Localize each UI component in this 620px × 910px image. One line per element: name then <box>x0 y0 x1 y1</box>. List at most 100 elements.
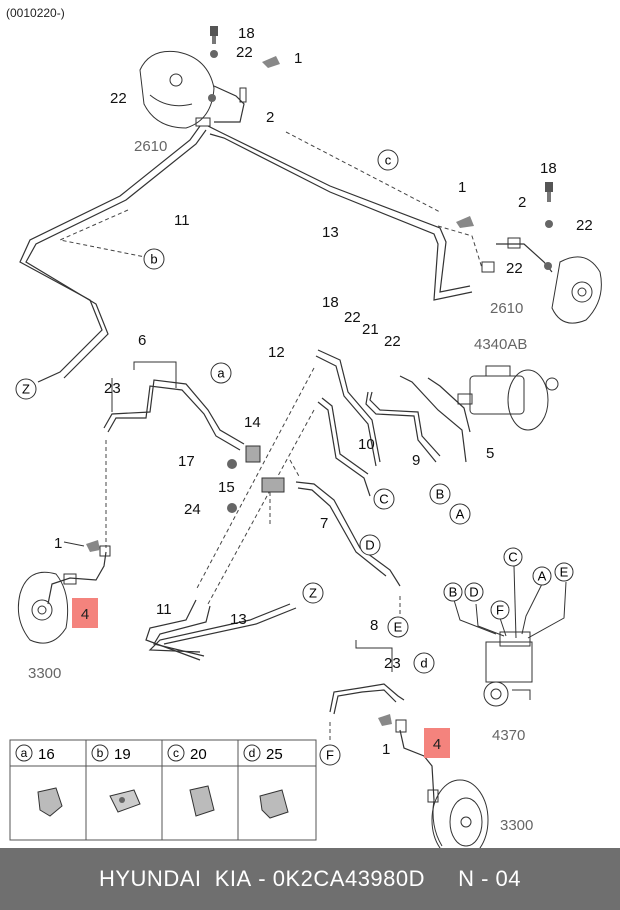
ref-marker-B[interactable]: B <box>429 483 451 505</box>
ref-marker-d[interactable]: d <box>413 652 435 674</box>
ref-marker-Z[interactable]: Z <box>302 582 324 604</box>
master-cylinder-booster <box>457 365 559 431</box>
ref-marker-E[interactable]: E <box>554 562 574 582</box>
ref-marker-letter: F <box>326 748 334 763</box>
ref-marker-letter: E <box>560 565 569 580</box>
highlight-tag-4-right[interactable]: 4 <box>424 728 450 758</box>
callout-22[interactable]: 22 <box>344 309 361 326</box>
legend-cell-a: a 16 <box>15 744 55 763</box>
callout-5[interactable]: 5 <box>486 445 494 462</box>
callout-9[interactable]: 9 <box>412 452 420 469</box>
pipe-9 <box>365 391 441 463</box>
legend-key: b <box>97 746 104 760</box>
ref-marker-D[interactable]: D <box>464 582 484 602</box>
legend-part-number[interactable]: 19 <box>114 746 131 763</box>
callout-17[interactable]: 17 <box>178 453 195 470</box>
brake-line-diagram: 1822122226101113181222222610182221221243… <box>9 25 602 848</box>
pipe-11-loop <box>19 125 207 383</box>
ref-marker-D[interactable]: D <box>359 534 381 556</box>
ref-marker-letter: Z <box>22 382 30 397</box>
ref-marker-b[interactable]: b <box>143 248 165 270</box>
abs-module <box>483 631 533 707</box>
ref-marker-letter: B <box>449 585 458 600</box>
clip-1-lower-left <box>86 540 100 552</box>
highlight-tag-4-left[interactable]: 4 <box>72 598 98 628</box>
ref-marker-F[interactable]: F <box>319 744 341 766</box>
callout-1[interactable]: 1 <box>54 535 62 552</box>
callout-3300[interactable]: 3300 <box>500 817 533 834</box>
ref-marker-letter: C <box>508 550 517 565</box>
ref-marker-letter: b <box>150 252 157 267</box>
pipe-6 <box>103 379 245 451</box>
ref-marker-A[interactable]: A <box>449 503 471 525</box>
callout-11[interactable]: 11 <box>174 212 190 229</box>
ref-marker-letter: c <box>385 153 392 168</box>
callout-10[interactable]: 10 <box>358 436 375 453</box>
callout-15[interactable]: 15 <box>218 479 235 496</box>
legend-key: a <box>21 746 28 760</box>
pipe-5 <box>399 375 471 463</box>
pipe-12 <box>315 349 381 467</box>
ref-marker-Z[interactable]: Z <box>15 378 37 400</box>
callout-18[interactable]: 18 <box>540 160 557 177</box>
callout-22[interactable]: 22 <box>236 44 253 61</box>
callout-4340AB[interactable]: 4340AB <box>474 336 527 353</box>
ref-marker-C[interactable]: C <box>503 547 523 567</box>
ref-marker-a[interactable]: a <box>210 362 232 384</box>
callout-2[interactable]: 2 <box>518 194 526 211</box>
callout-22[interactable]: 22 <box>384 333 401 350</box>
ref-marker-letter: C <box>379 492 388 507</box>
footer-part-number[interactable]: 0K2CA43980D <box>272 866 426 891</box>
junction-block-14 <box>245 445 261 463</box>
pipe-10 <box>317 397 371 497</box>
bolt-17 <box>227 459 237 469</box>
callout-23[interactable]: 23 <box>104 380 121 397</box>
callout-1[interactable]: 1 <box>382 741 390 758</box>
clip-1-right <box>456 216 474 228</box>
callout-22[interactable]: 22 <box>576 217 593 234</box>
legend-part-number[interactable]: 16 <box>38 746 55 763</box>
ref-marker-C[interactable]: C <box>373 488 395 510</box>
pipe-13-long <box>207 125 473 301</box>
callout-13[interactable]: 13 <box>230 611 247 628</box>
callout-21[interactable]: 21 <box>362 321 379 338</box>
ref-marker-E[interactable]: E <box>387 616 409 638</box>
callout-22[interactable]: 22 <box>110 90 127 107</box>
callout-11[interactable]: 11 <box>156 601 172 618</box>
callout-3300[interactable]: 3300 <box>28 665 61 682</box>
ref-marker-letter: D <box>365 538 374 553</box>
callout-23[interactable]: 23 <box>384 655 401 672</box>
legend-part-number[interactable]: 20 <box>190 746 207 763</box>
backing-plate-top-right <box>551 256 602 324</box>
ref-marker-B[interactable]: B <box>443 582 463 602</box>
callout-12[interactable]: 12 <box>268 344 285 361</box>
callout-18[interactable]: 18 <box>322 294 339 311</box>
ref-marker-letter: E <box>394 620 403 635</box>
ref-marker-letter: F <box>496 603 504 618</box>
callout-18[interactable]: 18 <box>238 25 255 42</box>
callout-6[interactable]: 6 <box>138 332 146 349</box>
callout-13[interactable]: 13 <box>322 224 339 241</box>
callout-2610[interactable]: 2610 <box>134 138 167 155</box>
legend-key: c <box>173 746 179 760</box>
callout-22[interactable]: 22 <box>506 260 523 277</box>
callout-1[interactable]: 1 <box>294 50 302 67</box>
backing-plate-top-left <box>139 50 215 129</box>
bolt-24 <box>227 503 237 513</box>
ref-marker-letter: A <box>538 569 547 584</box>
callout-14[interactable]: 14 <box>244 414 261 431</box>
callout-7[interactable]: 7 <box>320 515 328 532</box>
callout-4370[interactable]: 4370 <box>492 727 525 744</box>
ref-marker-c[interactable]: c <box>377 149 399 171</box>
legend-part-number[interactable]: 25 <box>266 746 283 763</box>
ref-marker-A[interactable]: A <box>532 566 552 586</box>
callout-2610[interactable]: 2610 <box>490 300 523 317</box>
ref-marker-F[interactable]: F <box>490 600 510 620</box>
callout-1[interactable]: 1 <box>458 179 466 196</box>
callout-8[interactable]: 8 <box>370 617 378 634</box>
footer-separator: - <box>251 866 273 891</box>
pipe-8 <box>329 683 405 715</box>
callout-2[interactable]: 2 <box>266 109 274 126</box>
callout-24[interactable]: 24 <box>184 501 201 518</box>
